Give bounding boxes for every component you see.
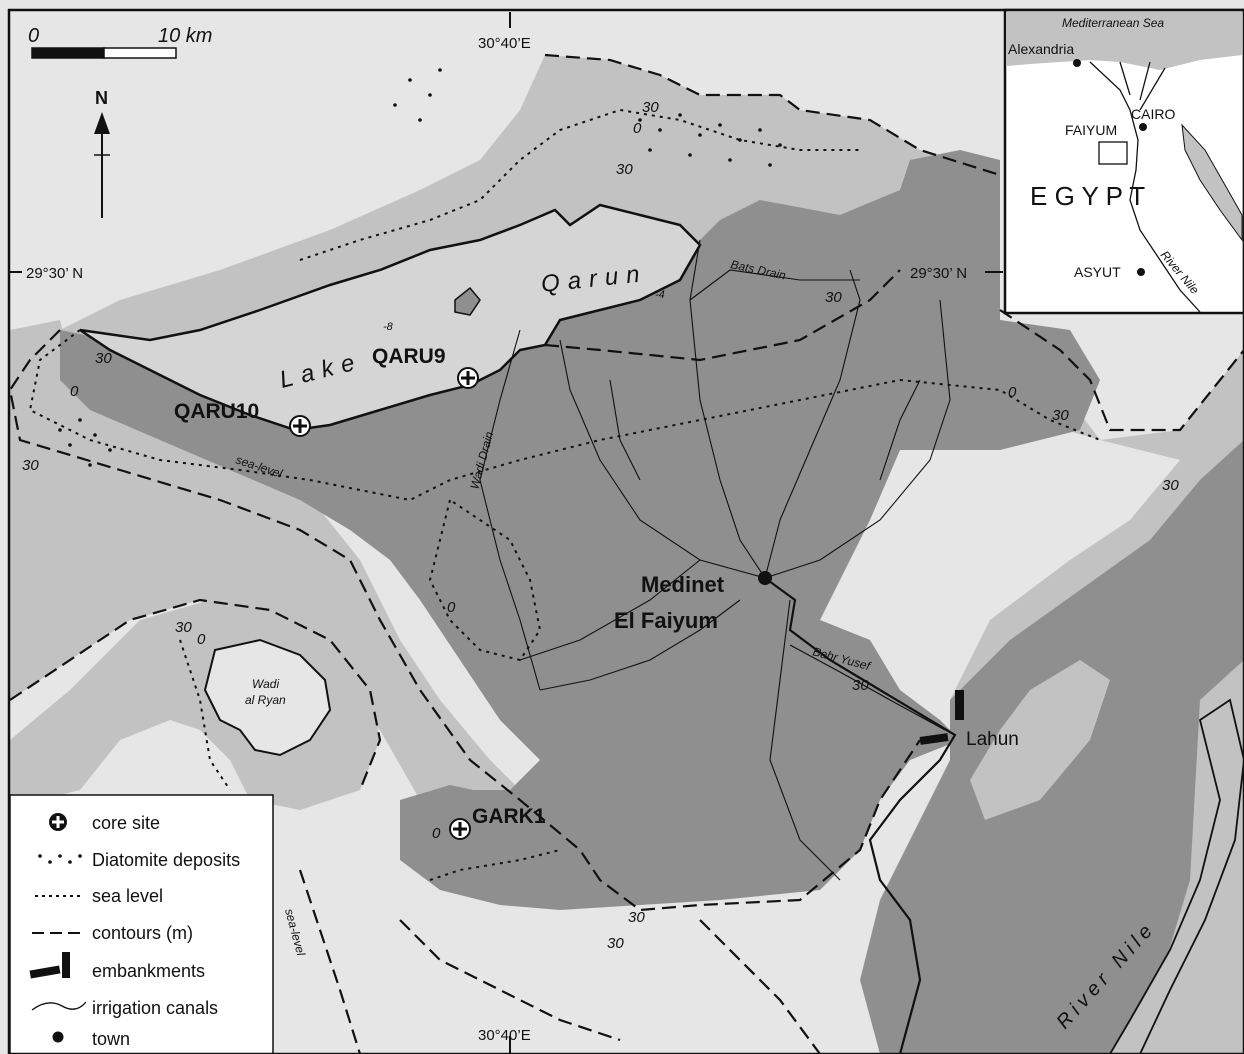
contour-label: 30 [825, 289, 842, 306]
legend-diatomite-symbol [38, 854, 82, 864]
inset-sea [1007, 12, 1242, 70]
inset-asyut-dot [1137, 268, 1145, 276]
legend-embankment-symbol [29, 952, 70, 979]
legend-core-site-symbol [49, 813, 67, 831]
contour-label: 30 [616, 161, 633, 178]
legend-box [9, 794, 274, 1054]
inset-red-sea [1181, 123, 1243, 242]
contour-lines [8, 53, 1244, 1054]
scale-start: 0 [28, 25, 39, 47]
contour-label: 30 [22, 457, 39, 474]
town-label-medinet-1: Medinet [641, 572, 725, 597]
legend-label-embankments: embankments [92, 961, 205, 981]
core-site-qaru10 [289, 415, 311, 437]
legend-label-canals: irrigation canals [92, 998, 218, 1018]
wadi-ryan-label-2: al Ryan [245, 693, 286, 707]
inset-egypt-label: E G Y P T [1030, 181, 1145, 211]
site-label-qaru9: QARU9 [372, 345, 446, 368]
inset-cairo-dot [1139, 123, 1147, 131]
site-label-gark1: GARK1 [472, 805, 546, 828]
lat-left: 29°30’ N [26, 265, 83, 282]
river-nile [1108, 698, 1244, 1054]
inset-cairo-label: CAIRO [1131, 106, 1175, 122]
contour-label: 0 [447, 599, 456, 616]
north-label: N [95, 88, 108, 108]
lon-top: 30°40’E [478, 35, 531, 52]
contour-label: 0 [432, 825, 441, 842]
inset-sea-label: Mediterranean Sea [1062, 16, 1164, 30]
map-frame [7, 8, 1244, 1054]
inset-map [1003, 8, 1244, 315]
contour-label: 0 [633, 120, 642, 137]
bahr-yusef-inner [789, 644, 946, 731]
nile-light-patch [970, 660, 1110, 820]
contour-label: 30 [1162, 477, 1179, 494]
lat-right: 29°30’ N [910, 265, 967, 282]
inset-asyut-label: ASYUT [1074, 264, 1121, 280]
embankments [919, 690, 964, 745]
contour-label: 0 [70, 383, 79, 400]
core-site-gark1 [449, 818, 471, 840]
town-label-medinet-2: El Faiyum [614, 608, 718, 633]
inset-nile-delta [1089, 61, 1201, 313]
lake-island [454, 286, 481, 316]
town-dot-medinet [758, 571, 772, 585]
contour-label: 30 [607, 935, 624, 952]
contour-labels: 30 0 30 30 0 30 30 30 0 30 0 30 30 30 0 … [22, 99, 1179, 952]
legend-label-sea-level: sea level [92, 886, 163, 906]
upland-west-light [10, 320, 570, 850]
town-label-lahun: Lahun [966, 729, 1019, 750]
legend-label-diatomite: Diatomite deposits [92, 850, 240, 870]
contour-label: 30 [852, 677, 869, 694]
irrigation-canals [479, 239, 951, 881]
contour-label: -8 [383, 321, 394, 333]
legend-town-symbol [52, 1031, 64, 1043]
legend-label-town: town [92, 1029, 130, 1049]
gark-basin [400, 785, 560, 860]
scale-bar [31, 47, 177, 59]
north-arrow [94, 112, 110, 218]
inset-faiyum-box [1098, 141, 1128, 165]
scale-end: 10 km [158, 25, 212, 47]
contour-label: 30 [642, 99, 659, 116]
contour-label: 30 [628, 909, 645, 926]
legend-label-contours: contours (m) [92, 923, 193, 943]
site-label-qaru10: QARU10 [174, 400, 259, 423]
faiyum-depression [60, 150, 1100, 910]
contour-label: 30 [1052, 407, 1069, 424]
wadi-ryan-label-1: Wadi [252, 677, 279, 691]
contour-label: -4 [655, 289, 665, 301]
inset-alexandria-dot [1073, 59, 1081, 67]
lon-bottom: 30°40’E [478, 1027, 531, 1044]
inset-alexandria-label: Alexandria [1008, 41, 1074, 57]
legend-label-core-site: core site [92, 813, 160, 833]
legend-canal-symbol [31, 1001, 87, 1011]
bahr-yusef [764, 577, 957, 1054]
contour-label: 30 [95, 350, 112, 367]
core-site-qaru9 [457, 367, 479, 389]
contour-label: 0 [197, 631, 206, 648]
diatomite-deposits [58, 68, 782, 467]
graticule-ticks [8, 12, 1003, 1054]
wadi-al-ryan-lake [203, 638, 332, 757]
contour-label: 30 [175, 619, 192, 636]
inset-faiyum-label: FAIYUM [1065, 122, 1117, 138]
legend: core site Diatomite deposits sea level c… [9, 794, 274, 1054]
contour-label: 0 [1008, 384, 1017, 401]
